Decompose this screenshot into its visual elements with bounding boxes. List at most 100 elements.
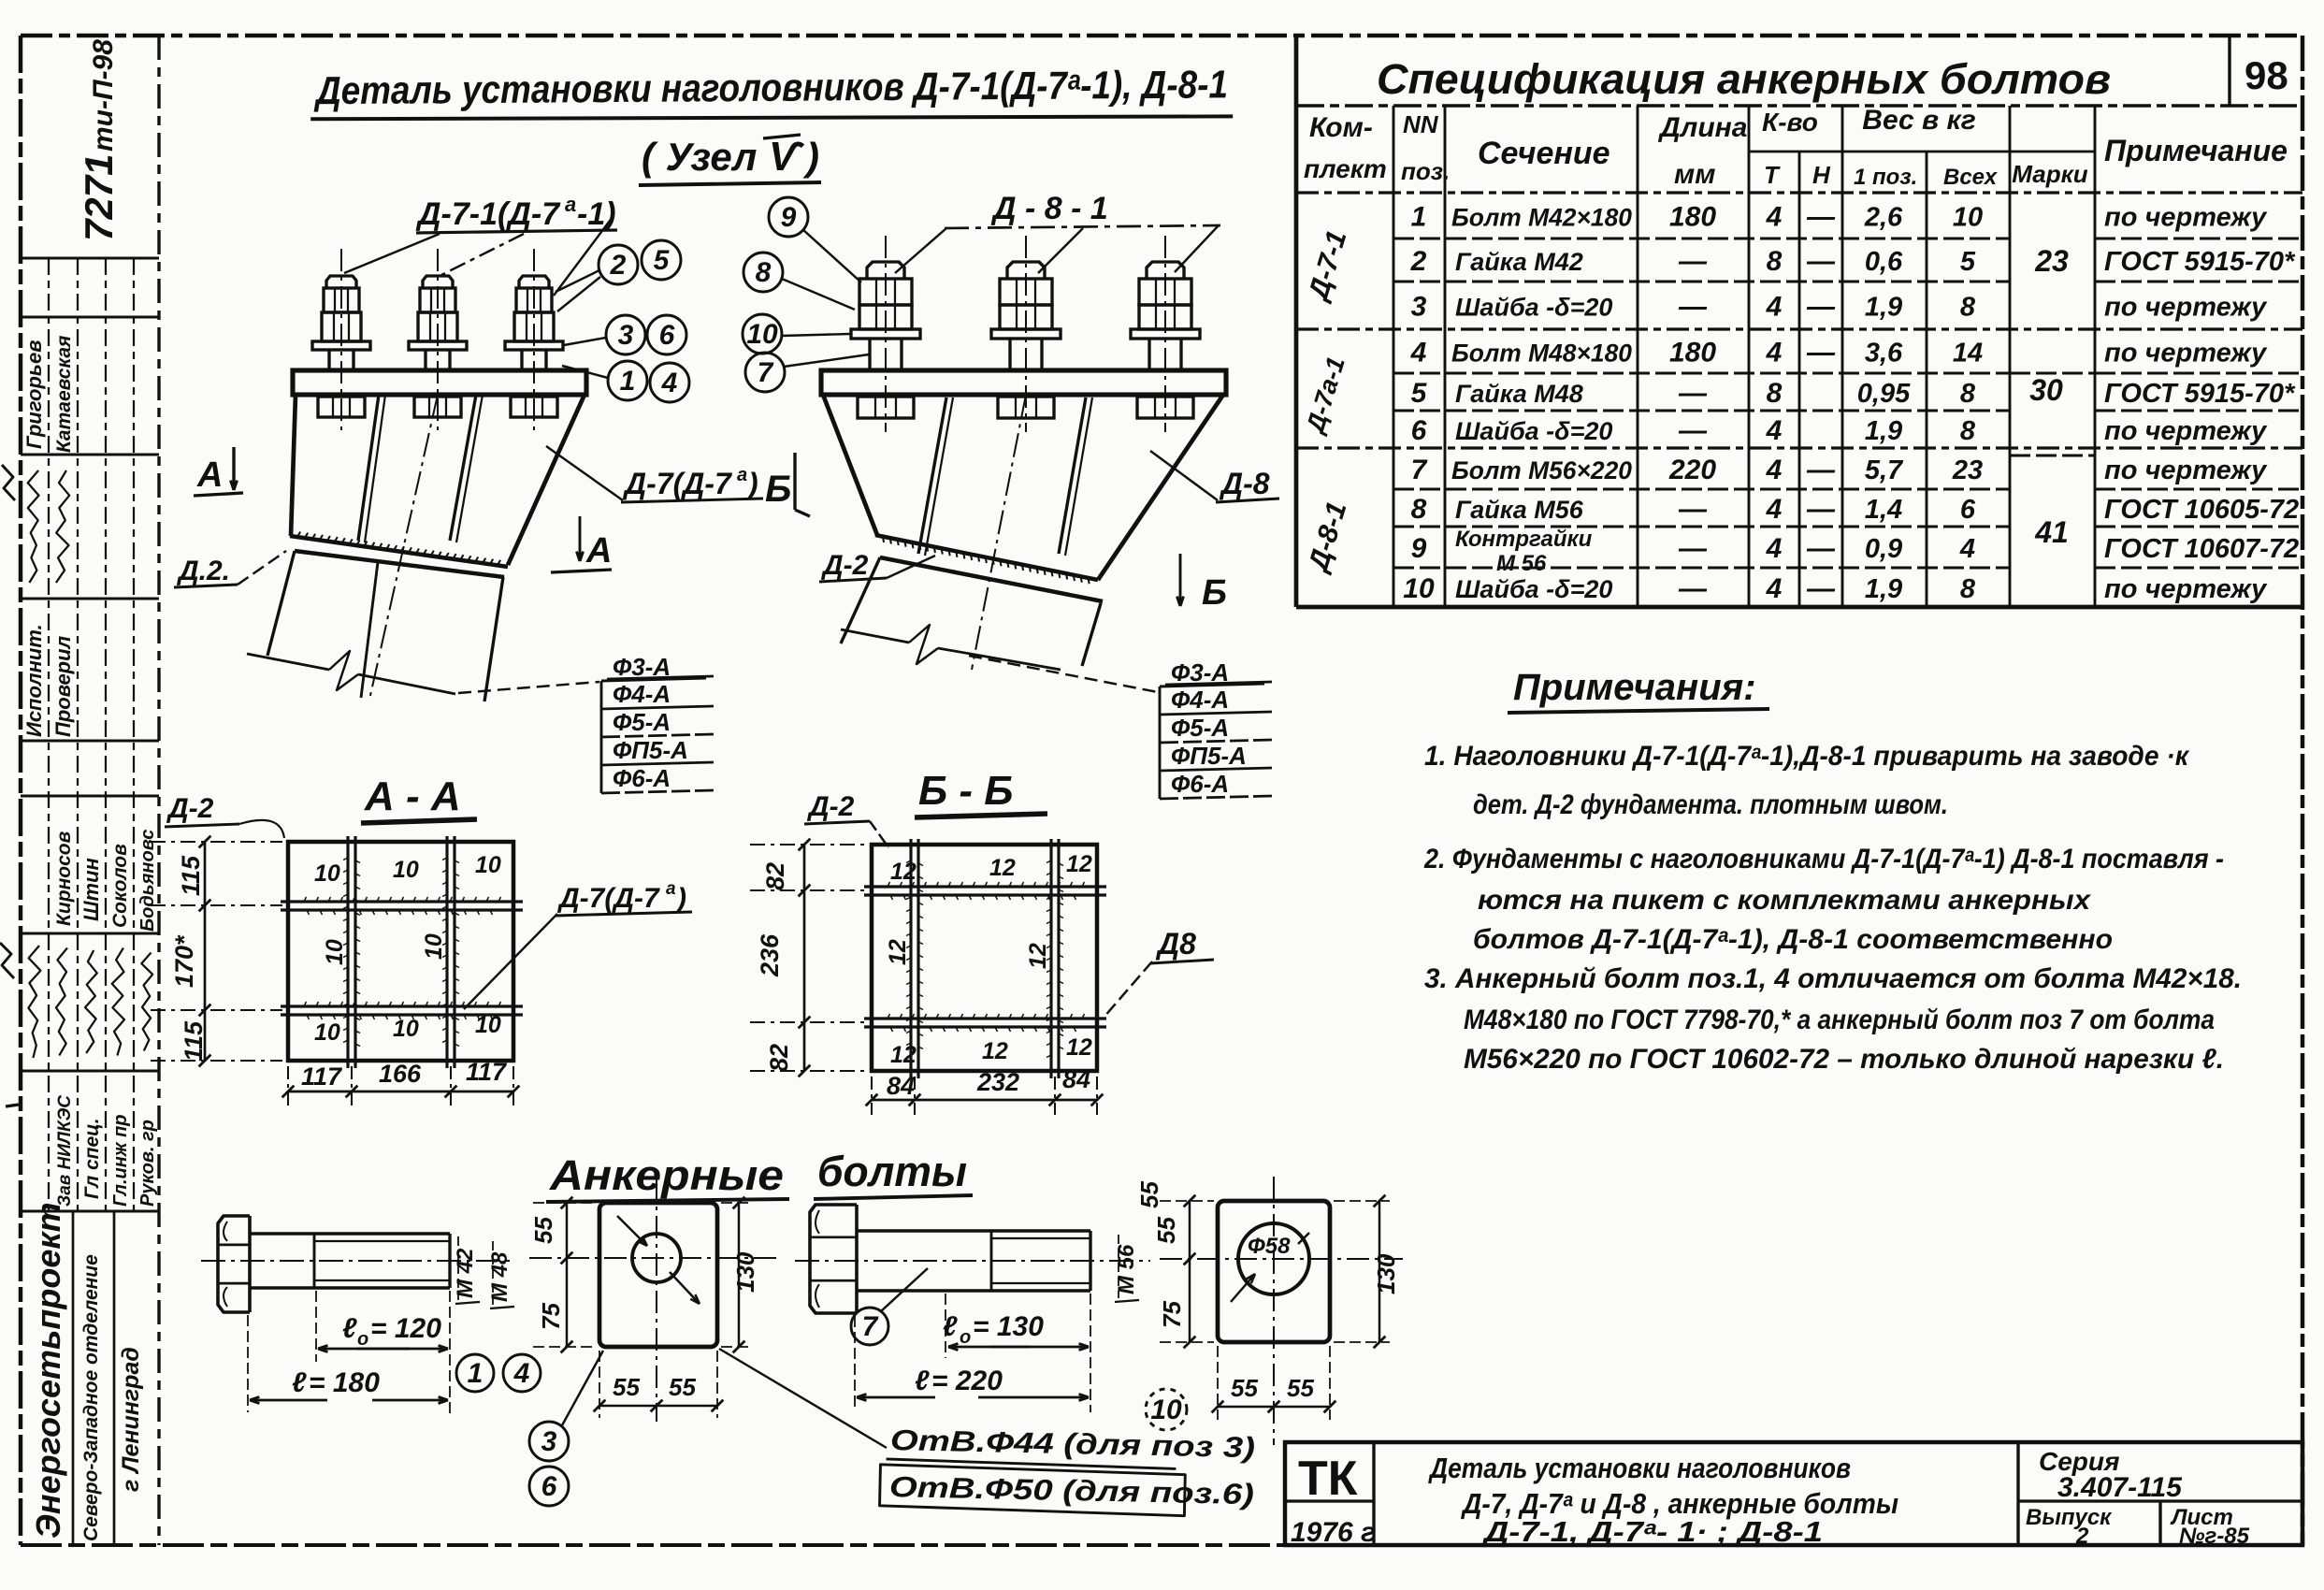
svg-text:Длина: Длина (1657, 112, 1747, 143)
svg-text:—: — (1678, 573, 1708, 604)
svg-text:Болт М56×220: Болт М56×220 (1451, 456, 1632, 484)
svg-text:Лист: Лист (2170, 1505, 2233, 1530)
svg-text:Ф3-А: Ф3-А (1171, 658, 1229, 687)
svg-text:55: 55 (1231, 1374, 1258, 1402)
svg-text:7: 7 (758, 357, 774, 388)
svg-text:4: 4 (513, 1358, 530, 1389)
svg-text:3: 3 (541, 1426, 557, 1457)
svg-text:Гайка М42: Гайка М42 (1455, 248, 1583, 276)
svg-text:55: 55 (613, 1373, 640, 1401)
svg-text:Ком-: Ком- (1309, 112, 1373, 143)
svg-text:12: 12 (989, 855, 1016, 881)
svg-text:55: 55 (669, 1373, 696, 1401)
svg-text:84: 84 (1062, 1065, 1090, 1093)
svg-text:Гл.инж пр: Гл.инж пр (110, 1114, 131, 1207)
svg-text:Катаевская: Катаевская (53, 336, 75, 453)
svg-text:4: 4 (1766, 202, 1783, 233)
svg-text:4: 4 (1959, 534, 1975, 564)
svg-text:5,7: 5,7 (1865, 455, 1904, 485)
svg-text:7271: 7271 (77, 154, 121, 241)
svg-text:10: 10 (314, 860, 340, 887)
svg-text:): ) (745, 467, 758, 500)
svg-text:Д-2: Д-2 (166, 793, 214, 824)
svg-text:9: 9 (1411, 533, 1427, 564)
svg-text:12: 12 (1066, 851, 1092, 877)
svg-text:по чертежу: по чертежу (2104, 574, 2268, 604)
svg-text:Д-7-1, Д-7ᵃ- 1· ; Д-8-1: Д-7-1, Д-7ᵃ- 1· ; Д-8-1 (1480, 1515, 1823, 1548)
svg-text:—: — (1806, 246, 1836, 277)
svg-text:Вес в кг: Вес в кг (1862, 105, 1975, 136)
svg-text:220: 220 (1668, 455, 1716, 485)
svg-text:плект: плект (1304, 154, 1387, 183)
svg-text:180: 180 (1669, 338, 1716, 369)
svg-text:8: 8 (1960, 293, 1976, 323)
svg-text:—: — (1806, 494, 1836, 525)
svg-text:82: 82 (765, 1044, 793, 1072)
svg-text:Руков. гр: Руков. гр (137, 1120, 158, 1207)
svg-text:6: 6 (1411, 415, 1427, 446)
svg-text:23: 23 (1952, 455, 1983, 485)
svg-text:по чертежу: по чертежу (2104, 455, 2268, 485)
svg-text:—: — (1806, 292, 1836, 323)
svg-text:1. Наголовники Д-7-1(Д-7ᵃ-1),Д: 1. Наголовники Д-7-1(Д-7ᵃ-1),Д-8-1 прива… (1424, 741, 2190, 772)
svg-text:Д-7, Д-7ᵃ и Д-8 , анкерные: Д-7, Д-7ᵃ и Д-8 , анкерные болты (1460, 1487, 1898, 1520)
svg-text:Деталь установки наголовников: Деталь установки наголовников Д-7-1(Д-7ᵃ… (313, 62, 1228, 112)
svg-text:12: 12 (1025, 943, 1051, 969)
svg-text:41: 41 (2034, 515, 2069, 549)
svg-text:болтов Д-7-1(Д-7ᵃ-1), Д-8-1: болтов Д-7-1(Д-7ᵃ-1), Д-8-1 соответствен… (1473, 924, 2113, 955)
svg-text:Анкерные: Анкерные (549, 1151, 784, 1199)
svg-text:4: 4 (1766, 533, 1783, 564)
svg-text:10: 10 (421, 933, 447, 960)
svg-text:= 130: = 130 (973, 1311, 1044, 1342)
svg-text:o: o (960, 1327, 971, 1348)
svg-text:2: 2 (1410, 246, 1427, 277)
svg-text:ГОСТ 10607-72: ГОСТ 10607-72 (2104, 534, 2299, 564)
svg-text:5: 5 (1411, 378, 1428, 409)
svg-text:—: — (1678, 494, 1708, 525)
svg-text:NN: NN (1403, 110, 1439, 138)
svg-text:Кирносов: Кирносов (53, 831, 75, 926)
svg-text:г Ленинград: г Ленинград (118, 1347, 144, 1492)
svg-text:23: 23 (2034, 244, 2069, 278)
svg-text:Бодьяновс: Бодьяновс (137, 830, 158, 932)
svg-text:—: — (1678, 533, 1708, 564)
svg-text:4: 4 (1766, 415, 1783, 446)
svg-text:1 поз.: 1 поз. (1854, 165, 1917, 190)
svg-text:Д-7(Д-7: Д-7(Д-7 (556, 883, 660, 914)
svg-text:10: 10 (475, 852, 501, 878)
svg-text:8: 8 (1960, 574, 1976, 604)
svg-text:8: 8 (1960, 379, 1976, 409)
svg-text:М48×180 по ГОСТ 7798-70,* а ан: М48×180 по ГОСТ 7798-70,* а анкерный бол… (1464, 1005, 2215, 1035)
svg-text:Д-2: Д-2 (806, 791, 855, 822)
svg-text:Т: Т (1764, 161, 1781, 189)
svg-text:-1): -1) (577, 196, 616, 232)
svg-text:Д-8: Д-8 (1219, 467, 1270, 500)
svg-text:ются на пикет с комплектами: ются на пикет с комплектами анкерных (1478, 885, 2091, 916)
svg-text:Д-7(Д-7: Д-7(Д-7 (622, 467, 733, 500)
svg-text:М56×220 по ГОСТ 10602-72 – тол: М56×220 по ГОСТ 10602-72 – только длиной… (1464, 1044, 2224, 1075)
svg-text:= 220: = 220 (931, 1366, 1003, 1396)
svg-text:Спецификация анкерных болтов: Спецификация анкерных болтов (1377, 55, 2111, 103)
svg-text:98: 98 (2245, 53, 2288, 97)
svg-text:8: 8 (1411, 494, 1427, 525)
svg-text:4: 4 (1410, 338, 1427, 369)
svg-text:236: 236 (756, 933, 784, 977)
svg-text:55: 55 (1287, 1374, 1314, 1402)
svg-text:30: 30 (2029, 373, 2063, 407)
svg-text:55: 55 (529, 1217, 557, 1244)
svg-text:12: 12 (890, 859, 917, 885)
svg-text:9: 9 (781, 202, 797, 233)
svg-text:ГОСТ 5915-70*: ГОСТ 5915-70* (2104, 379, 2296, 409)
svg-text:( Узел: ( Узел (642, 135, 757, 179)
svg-text:75: 75 (537, 1303, 565, 1330)
svg-text:М 56: М 56 (1114, 1244, 1139, 1294)
svg-text:Шайба -δ=20: Шайба -δ=20 (1455, 294, 1612, 322)
svg-text:Д-2: Д-2 (820, 550, 869, 581)
svg-text:ℓ: ℓ (915, 1366, 930, 1396)
svg-text:55: 55 (1152, 1217, 1180, 1244)
svg-text:Соколов: Соколов (109, 844, 131, 928)
svg-text:Энергосетьпроект: Энергосетьпроект (29, 1202, 67, 1539)
svg-text:2: 2 (610, 250, 627, 281)
svg-text:4: 4 (1766, 573, 1783, 604)
svg-text:К-во: К-во (1762, 108, 1818, 137)
